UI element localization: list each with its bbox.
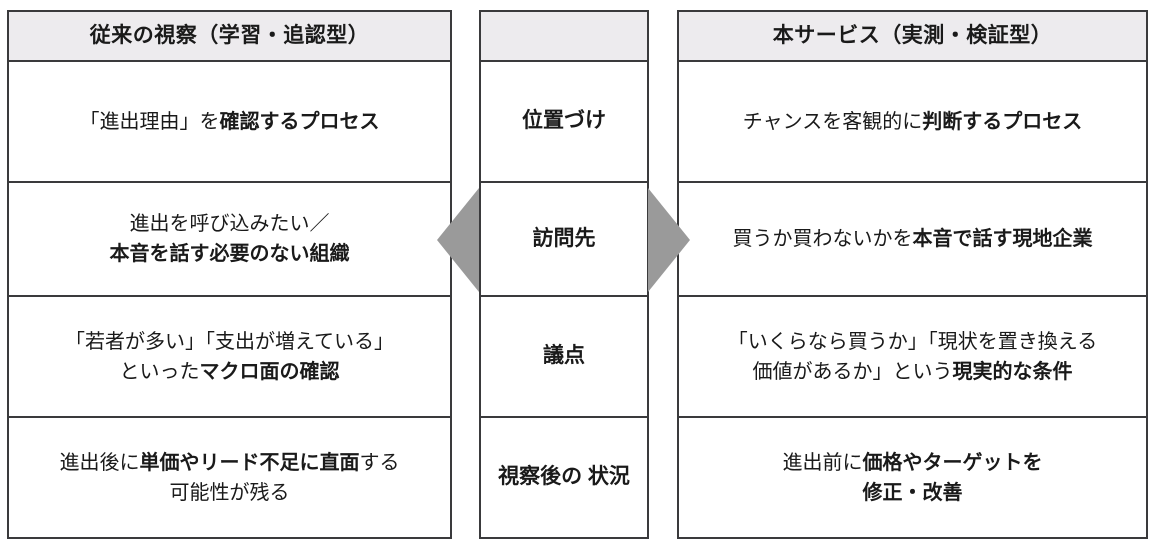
middle-label-positioning: 位置づけ [481, 62, 647, 183]
right-cell-discussion-line2: 価値があるか」という現実的な条件 [728, 357, 1097, 387]
right-cell-aftermath: 進出前に価格やターゲットを 修正・改善 [679, 418, 1146, 537]
text-normal: 「若者が多い」「支出が増えている」 [65, 330, 394, 353]
right-cell-positioning-line1: チャンスを客観的に判断するプロセス [743, 107, 1082, 137]
text-bold: 本音を話す必要のない組織 [109, 243, 350, 265]
left-table: 従来の視察（学習・追認型） 「進出理由」を確認するプロセス 進出を呼び込みたい／… [7, 10, 452, 539]
middle-table: 位置づけ 訪問先 議点 視察後の 状況 [479, 10, 649, 539]
right-cell-positioning: チャンスを客観的に判断するプロセス [679, 62, 1146, 183]
left-arrow-icon [437, 188, 479, 292]
text-normal: 進出後に [59, 451, 140, 474]
left-cell-discussion-line1: 「若者が多い」「支出が増えている」 [65, 327, 394, 357]
left-cell-positioning-line1: 「進出理由」を確認するプロセス [80, 107, 380, 137]
left-cell-aftermath-line2: 可能性が残る [60, 478, 400, 508]
right-cell-aftermath-line2: 修正・改善 [783, 478, 1043, 508]
right-cell-visit-target: 買うか買わないかを本音で話す現地企業 [679, 183, 1146, 297]
text-bold: 判断するプロセス [922, 110, 1083, 133]
text-normal: 進出前に [782, 451, 863, 474]
text-bold: 価格やターゲットを [862, 451, 1043, 474]
middle-label-aftermath-line2: 状況 [587, 465, 630, 489]
text-normal: 進出を呼び込みたい／ [129, 213, 330, 235]
text-bold: 本音で話す現地企業 [912, 228, 1093, 250]
left-cell-aftermath-line1: 進出後に単価やリード不足に直面する [60, 448, 400, 478]
text-normal: 「進出理由」を [79, 110, 220, 133]
text-normal: 買うか買わないかを [732, 228, 913, 250]
middle-label-aftermath: 視察後の 状況 [481, 418, 647, 537]
right-cell-visit-target-line1: 買うか買わないかを本音で話す現地企業 [733, 224, 1093, 254]
text-normal: といった [119, 360, 200, 383]
text-bold: 現実的な条件 [952, 360, 1073, 383]
right-arrow-icon [648, 188, 690, 292]
text-bold: 単価やリード不足に直面 [139, 451, 360, 474]
right-table-header: 本サービス（実測・検証型） [679, 12, 1146, 62]
text-bold: マクロ面の確認 [199, 360, 340, 383]
left-table-header: 従来の視察（学習・追認型） [9, 12, 450, 62]
left-cell-aftermath: 進出後に単価やリード不足に直面する 可能性が残る [9, 418, 450, 537]
left-cell-discussion: 「若者が多い」「支出が増えている」 といったマクロ面の確認 [9, 297, 450, 418]
left-cell-visit-target-line2: 本音を話す必要のない組織 [110, 239, 350, 269]
right-cell-discussion: 「いくらなら買うか」「現状を置き換える 価値があるか」という現実的な条件 [679, 297, 1146, 418]
left-cell-visit-target-line1: 進出を呼び込みたい／ [110, 209, 350, 239]
right-table: 本サービス（実測・検証型） チャンスを客観的に判断するプロセス 買うか買わないか… [677, 10, 1148, 539]
middle-label-aftermath-line1: 視察後の [498, 465, 583, 489]
left-cell-visit-target: 進出を呼び込みたい／ 本音を話す必要のない組織 [9, 183, 450, 297]
right-cell-aftermath-line1: 進出前に価格やターゲットを [783, 448, 1043, 478]
text-bold: 修正・改善 [862, 481, 963, 504]
text-bold: 確認するプロセス [219, 110, 380, 133]
text-normal: 可能性が残る [169, 481, 290, 504]
left-cell-positioning: 「進出理由」を確認するプロセス [9, 62, 450, 183]
middle-label-visit-target: 訪問先 [481, 183, 647, 297]
right-cell-discussion-line1: 「いくらなら買うか」「現状を置き換える [728, 327, 1097, 357]
text-normal-2: する [359, 451, 400, 474]
text-normal: チャンスを客観的に [742, 110, 923, 133]
left-cell-discussion-line2: といったマクロ面の確認 [65, 357, 394, 387]
text-normal: 価値があるか」という [752, 360, 953, 383]
middle-table-header [481, 12, 647, 62]
text-normal: 「いくらなら買うか」「現状を置き換える [727, 330, 1098, 353]
middle-label-discussion: 議点 [481, 297, 647, 418]
